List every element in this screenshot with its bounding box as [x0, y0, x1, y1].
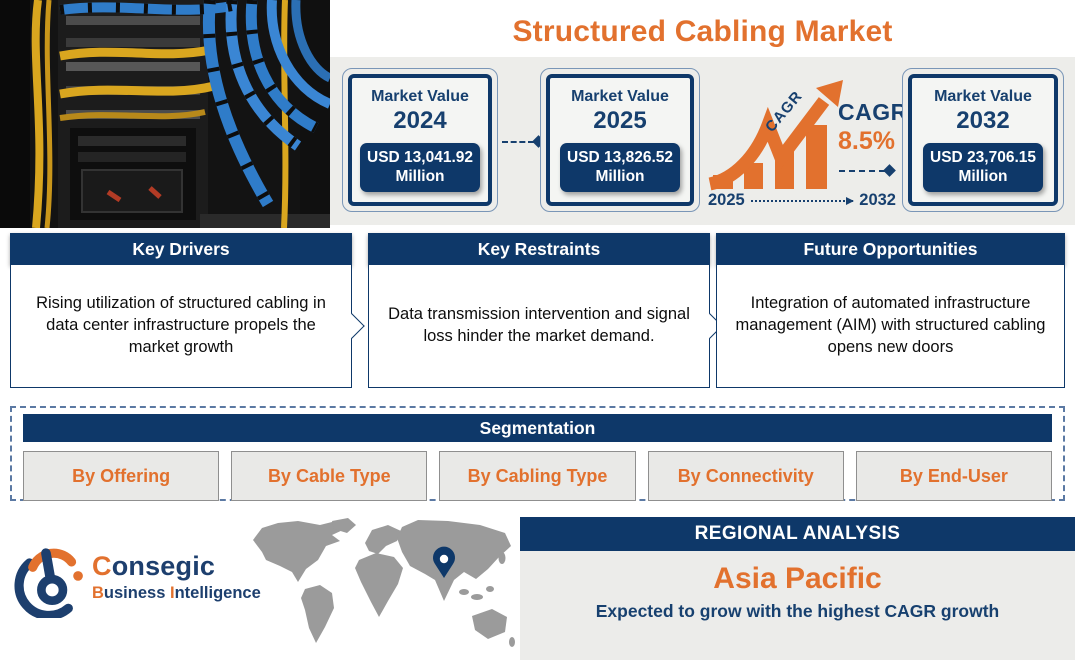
insight-box-future-opportunities: Future Opportunities Integration of auto…	[716, 233, 1065, 388]
market-value-unit: Million	[958, 168, 1008, 186]
insight-text: Data transmission intervention and signa…	[388, 305, 690, 345]
regional-region-name: Asia Pacific	[713, 562, 882, 595]
world-map-illustration	[253, 518, 515, 647]
cagr-growth-graphic: CAGR CAGR 8.5% 2025 2032	[706, 57, 907, 225]
market-value-year: 2024	[393, 107, 447, 134]
segment-by-cable-type: By Cable Type	[231, 451, 428, 501]
cagr-value: 8.5%	[838, 127, 895, 155]
market-value-card-2024: Market Value 2024 USD 13,041.92 Million	[342, 68, 498, 212]
tagline-intelligence: ntelligence	[174, 584, 261, 602]
market-value-unit: Million	[595, 168, 645, 186]
brand-name-rest: onsegic	[111, 551, 216, 581]
cagr-label: CAGR	[838, 99, 908, 125]
insight-text: Rising utilization of structured cabling…	[36, 294, 326, 356]
market-value-card-2032: Market Value 2032 USD 23,706.15 Million	[902, 68, 1064, 212]
regional-subtitle: Expected to grow with the highest CAGR g…	[595, 601, 1000, 621]
server-rack-cabling-illustration	[0, 0, 333, 229]
market-value-card-2025: Market Value 2025 USD 13,826.52 Million	[540, 68, 700, 212]
tagline-business: usiness	[103, 584, 170, 602]
segment-by-offering: By Offering	[23, 451, 220, 501]
insight-header: Key Restraints	[368, 233, 710, 265]
market-value-label: Market Value	[371, 88, 469, 105]
location-pin-icon	[433, 546, 455, 578]
page-title: Structured Cabling Market	[512, 15, 893, 48]
segment-by-cabling-type: By Cabling Type	[439, 451, 636, 501]
market-value-year: 2032	[956, 107, 1010, 134]
insight-header: Future Opportunities	[716, 233, 1065, 265]
insight-header: Key Drivers	[10, 233, 352, 265]
brand-tagline: Business Intelligence	[92, 584, 261, 603]
world-map	[248, 516, 520, 658]
segment-by-end-user: By End-User	[855, 451, 1053, 501]
insight-box-key-restraints: Key Restraints Data transmission interve…	[368, 233, 723, 388]
regional-analysis-header: REGIONAL ANALYSIS	[520, 517, 1075, 551]
market-value-number: USD 13,041.92	[367, 149, 473, 166]
period-arrow-icon	[750, 196, 854, 205]
market-value-panel: Market Value 2024 USD 13,041.92 Million …	[330, 57, 1075, 225]
brand-logo: Consegic Business Intelligence	[14, 536, 261, 618]
segmentation-header: Segmentation	[23, 414, 1052, 442]
server-rack-cabling-photo	[0, 0, 333, 229]
segment-by-connectivity: By Connectivity	[647, 451, 844, 501]
market-value-amount: USD 13,041.92 Million	[360, 143, 480, 192]
market-value-unit: Million	[395, 168, 445, 186]
market-value-year: 2025	[593, 107, 647, 134]
market-value-number: USD 13,826.52	[567, 149, 673, 166]
market-value-number: USD 23,706.15	[930, 149, 1036, 166]
market-value-label: Market Value	[934, 88, 1032, 105]
cagr-period: 2025 2032	[708, 191, 896, 210]
segmentation-section: Segmentation By Offering By Cable Type B…	[10, 406, 1065, 501]
brand-name: Consegic	[92, 551, 261, 582]
insight-box-key-drivers: Key Drivers Rising utilization of struct…	[10, 233, 365, 388]
tagline-initial-b: B	[92, 584, 104, 602]
market-value-amount: USD 23,706.15 Million	[923, 143, 1043, 192]
dashed-connector-arrow	[502, 141, 534, 143]
brand-name-initial: C	[92, 551, 112, 581]
cagr-dashed-arrow	[839, 170, 885, 172]
consegic-logo-mark-icon	[14, 548, 83, 618]
tagline-initial-i: I	[169, 584, 175, 602]
regional-analysis-section: REGIONAL ANALYSIS Asia Pacific Expected …	[520, 517, 1075, 660]
market-value-label: Market Value	[571, 88, 669, 105]
chevron-right-icon	[339, 313, 365, 339]
insight-text: Integration of automated infrastructure …	[735, 294, 1046, 356]
cagr-start-year: 2025	[708, 191, 745, 209]
market-value-amount: USD 13,826.52 Million	[560, 143, 680, 192]
cagr-end-year: 2032	[859, 191, 896, 209]
growth-chart-icon: CAGR	[708, 80, 843, 191]
